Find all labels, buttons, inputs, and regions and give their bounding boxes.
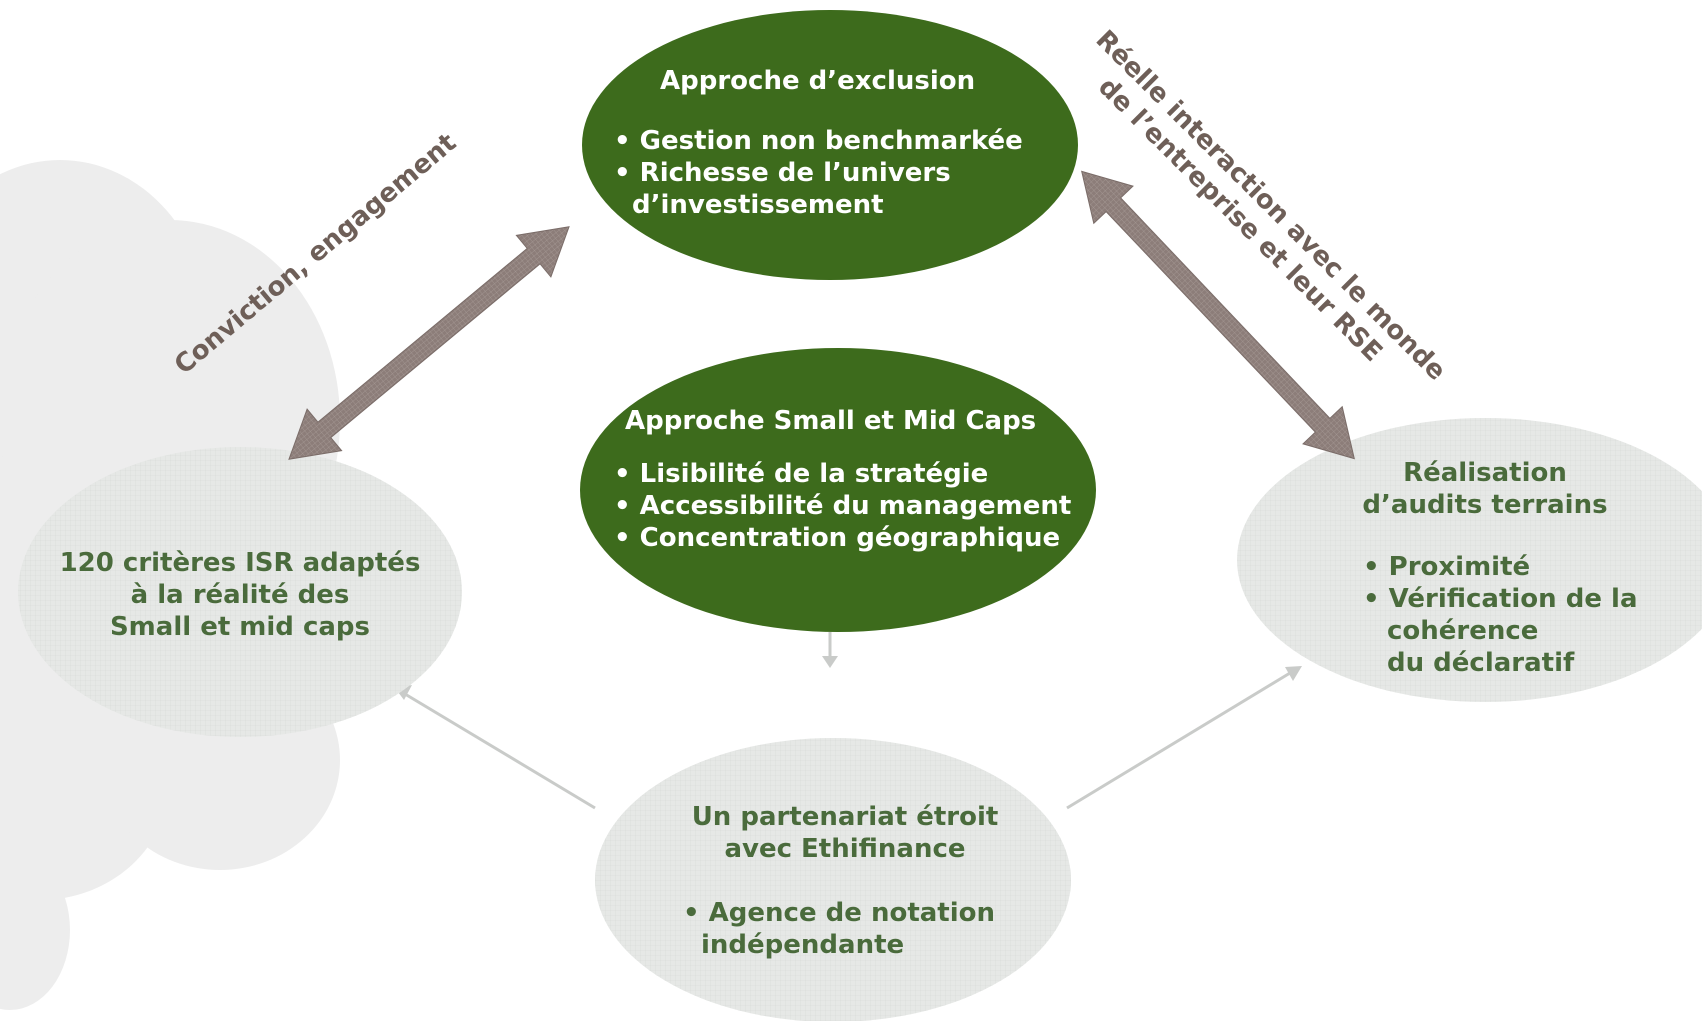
double-arrow-left xyxy=(288,226,570,460)
text-line: à la réalité des xyxy=(130,580,350,610)
list-item: indépendante xyxy=(701,930,905,960)
list-item: d’investissement xyxy=(632,190,884,220)
text-line: Un partenariat étroit xyxy=(691,802,999,832)
double-arrow-right xyxy=(1081,170,1355,460)
node-criteres-grid xyxy=(18,447,462,737)
list-item: • Vérification de la xyxy=(1363,584,1638,614)
node-exclusion-ellipse xyxy=(582,10,1078,280)
list-item: • Lisibilité de la stratégie xyxy=(614,459,989,489)
node-partenariat-list: • Agence de notation indépendante xyxy=(683,897,995,961)
list-item: • Concentration géographique xyxy=(614,523,1061,553)
node-small-mid-list: • Lisibilité de la stratégie • Accessibi… xyxy=(614,458,1071,554)
node-partenariat-title: Un partenariat étroit avec Ethifinance xyxy=(660,801,1030,865)
connector-arrows xyxy=(404,632,1291,810)
node-audits-title: Réalisation d’audits terrains xyxy=(1300,457,1670,521)
list-item: cohérence xyxy=(1387,616,1539,646)
node-small-mid-title: Approche Small et Mid Caps xyxy=(625,406,1037,436)
list-item: • Accessibilité du management xyxy=(614,491,1072,521)
node-criteres-text: 120 critères ISR adaptés à la réalité de… xyxy=(18,547,462,643)
text-line: Small et mid caps xyxy=(109,612,371,642)
list-item: • Agence de notation xyxy=(683,898,995,928)
right-arrow-head xyxy=(1285,666,1302,681)
node-partenariat-grid xyxy=(595,738,1071,1021)
text-line: 120 critères ISR adaptés xyxy=(59,548,421,578)
node-audits-list: • Proximité • Vérification de la cohéren… xyxy=(1363,551,1638,679)
node-exclusion-title: Approche d’exclusion xyxy=(660,66,976,96)
list-item: • Richesse de l’univers xyxy=(614,158,951,188)
down-arrow-head xyxy=(822,656,838,668)
text-line: d’audits terrains xyxy=(1362,490,1608,520)
node-audits-grid xyxy=(1237,418,1702,702)
node-exclusion-list: • Gestion non benchmarkée • Richesse de … xyxy=(614,125,1023,221)
list-item: • Gestion non benchmarkée xyxy=(614,126,1023,156)
list-item: du déclaratif xyxy=(1387,648,1575,678)
node-small-mid-ellipse xyxy=(580,348,1096,632)
text-line: Réalisation xyxy=(1403,458,1567,488)
text-line: avec Ethifinance xyxy=(724,834,966,864)
list-item: • Proximité xyxy=(1363,552,1531,582)
